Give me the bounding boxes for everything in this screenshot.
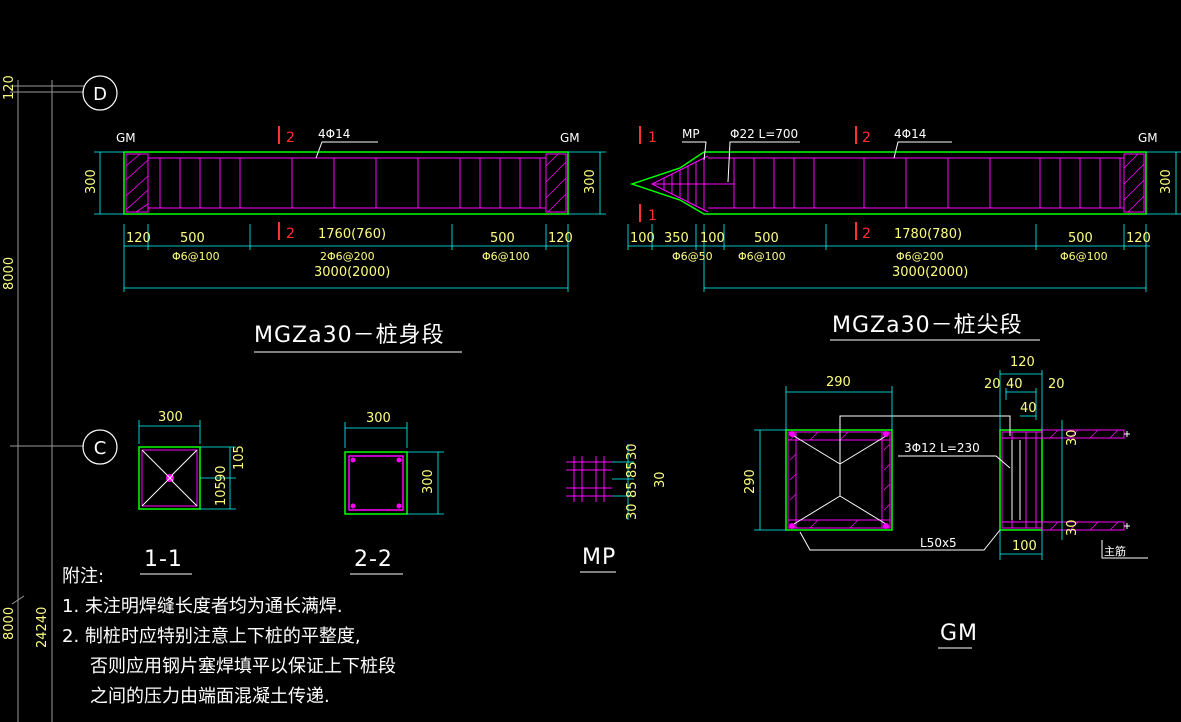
section-2-2-height: 300 — [421, 469, 436, 494]
tip-dim-100-a: 100 — [630, 231, 655, 246]
gm-dim-40-inner: 40 — [1020, 401, 1037, 416]
axis-bubble-c: C — [82, 429, 118, 465]
body-section-mark-bottom: 2 — [286, 226, 295, 242]
body-dim-120-left: 120 — [126, 231, 151, 246]
section-2-2-label: 2-2 — [354, 547, 393, 572]
mp-dim-3: 85 — [625, 481, 640, 498]
body-stirrup-middle: 2Φ6@200 — [320, 250, 375, 263]
mp-detail-drawing — [566, 444, 634, 520]
tip-section-mark-2-top: 2 — [862, 130, 871, 146]
tip-total-length: 3000(2000) — [892, 265, 968, 280]
gm-dim-20-right: 20 — [1048, 377, 1065, 392]
gm-dim-30-top: 30 — [1065, 429, 1080, 446]
svg-text:D: D — [93, 84, 107, 105]
body-dim-middle: 1760(760) — [318, 227, 386, 242]
gm-bar-label: 3Φ12 L=230 — [904, 441, 980, 455]
section-2-2-width: 300 — [366, 411, 391, 426]
section-1-1-dim-a: 105 — [232, 445, 247, 470]
tip-segment-title: MGZa30－桩尖段 — [832, 313, 1023, 338]
body-height-left: 300 — [84, 169, 99, 194]
tip-dim-middle: 1780(780) — [894, 227, 962, 242]
tip-bar-label: Φ22 L=700 — [730, 127, 798, 141]
note-item-2-cont-b: 之间的压力由端面混凝土传递. — [90, 686, 330, 707]
gm-right-label: GM — [560, 131, 580, 145]
gm-dim-30-bottom: 30 — [1065, 519, 1080, 536]
gm-detail-drawing — [754, 370, 1148, 560]
axis-bubble-d: D — [82, 75, 118, 111]
body-dim-500-right: 500 — [490, 231, 515, 246]
tip-gm-label: GM — [1138, 131, 1158, 145]
gm-dim-290-width: 290 — [826, 375, 851, 390]
tip-segment-drawing — [627, 126, 1181, 292]
note-item-1: 1. 未注明焊缝长度者均为通长满焊. — [62, 596, 343, 617]
body-dim-500-left: 500 — [180, 231, 205, 246]
mp-dim-side: 30 — [653, 471, 668, 488]
notes-block: 附注: 1. 未注明焊缝长度者均为通长满焊. 2. 制桩时应特别注意上下桩的平整… — [62, 566, 396, 707]
note-item-2: 2. 制桩时应特别注意上下桩的平整度, — [62, 626, 361, 647]
tip-dim-120: 120 — [1126, 231, 1151, 246]
body-height-right: 300 — [583, 169, 598, 194]
tip-stirrup-100-b: Φ6@100 — [1060, 250, 1108, 263]
gm-dim-290-height: 290 — [743, 469, 758, 494]
section-1-1-width: 300 — [158, 410, 183, 425]
tip-stirrup-50: Φ6@50 — [672, 250, 713, 263]
tip-stirrup-200: Φ6@200 — [896, 250, 944, 263]
grid-axes — [10, 80, 84, 722]
tip-section-mark-1-bottom: 1 — [648, 208, 657, 224]
body-total-length: 3000(2000) — [314, 265, 390, 280]
section-1-1-label: 1-1 — [144, 547, 183, 572]
section-1-1-dim-c: 90 — [214, 465, 229, 482]
section-1-1-drawing — [138, 420, 236, 510]
gm-dim-120: 120 — [1010, 355, 1035, 370]
gm-detail-label: GM — [940, 621, 978, 646]
section-1-1-dim-b: 105 — [214, 481, 229, 506]
note-item-2-cont-a: 否则应用钢片塞焊填平以保证上下桩段 — [90, 656, 396, 677]
tip-dim-100-b: 100 — [700, 231, 725, 246]
body-segment-drawing — [94, 126, 606, 292]
body-stirrup-right: Φ6@100 — [482, 250, 530, 263]
tip-dim-500-b: 500 — [1068, 231, 1093, 246]
tip-dim-500-a: 500 — [754, 231, 779, 246]
tip-dim-350: 350 — [664, 231, 689, 246]
tip-section-mark-2-bottom: 2 — [862, 226, 871, 242]
gm-left-label: GM — [116, 131, 136, 145]
body-section-mark-top: 2 — [286, 130, 295, 146]
tip-height: 300 — [1159, 169, 1174, 194]
gm-dim-20-left: 20 — [984, 377, 1001, 392]
tip-rebar-label: 4Φ14 — [894, 127, 926, 141]
body-rebar-label: 4Φ14 — [318, 127, 350, 141]
tip-mp-label: MP — [682, 127, 700, 141]
gm-main-bar-label: 主筋 — [1104, 544, 1126, 558]
tip-section-mark-1-top: 1 — [648, 130, 657, 146]
section-2-2-drawing — [344, 422, 444, 515]
mp-detail-label: MP — [582, 545, 616, 570]
gm-dim-40-top: 40 — [1006, 377, 1023, 392]
body-stirrup-left: Φ6@100 — [172, 250, 220, 263]
gm-angle-label: L50x5 — [920, 536, 957, 550]
mp-dim-1: 30 — [625, 443, 640, 460]
grid-dim-24240: 24240 — [35, 607, 50, 648]
tip-stirrup-100-a: Φ6@100 — [738, 250, 786, 263]
body-segment-title: MGZa30－桩身段 — [254, 323, 445, 348]
grid-dim-8000-a: 8000 — [2, 257, 17, 290]
gm-dim-100: 100 — [1012, 539, 1037, 554]
grid-dim-120: 120 — [2, 75, 17, 100]
grid-dim-8000-b: 8000 — [2, 607, 17, 640]
mp-dim-2: 85 — [625, 461, 640, 478]
mp-dim-4: 30 — [625, 503, 640, 520]
svg-text:C: C — [94, 438, 107, 459]
body-dim-120-right: 120 — [548, 231, 573, 246]
notes-heading: 附注: — [62, 566, 104, 587]
